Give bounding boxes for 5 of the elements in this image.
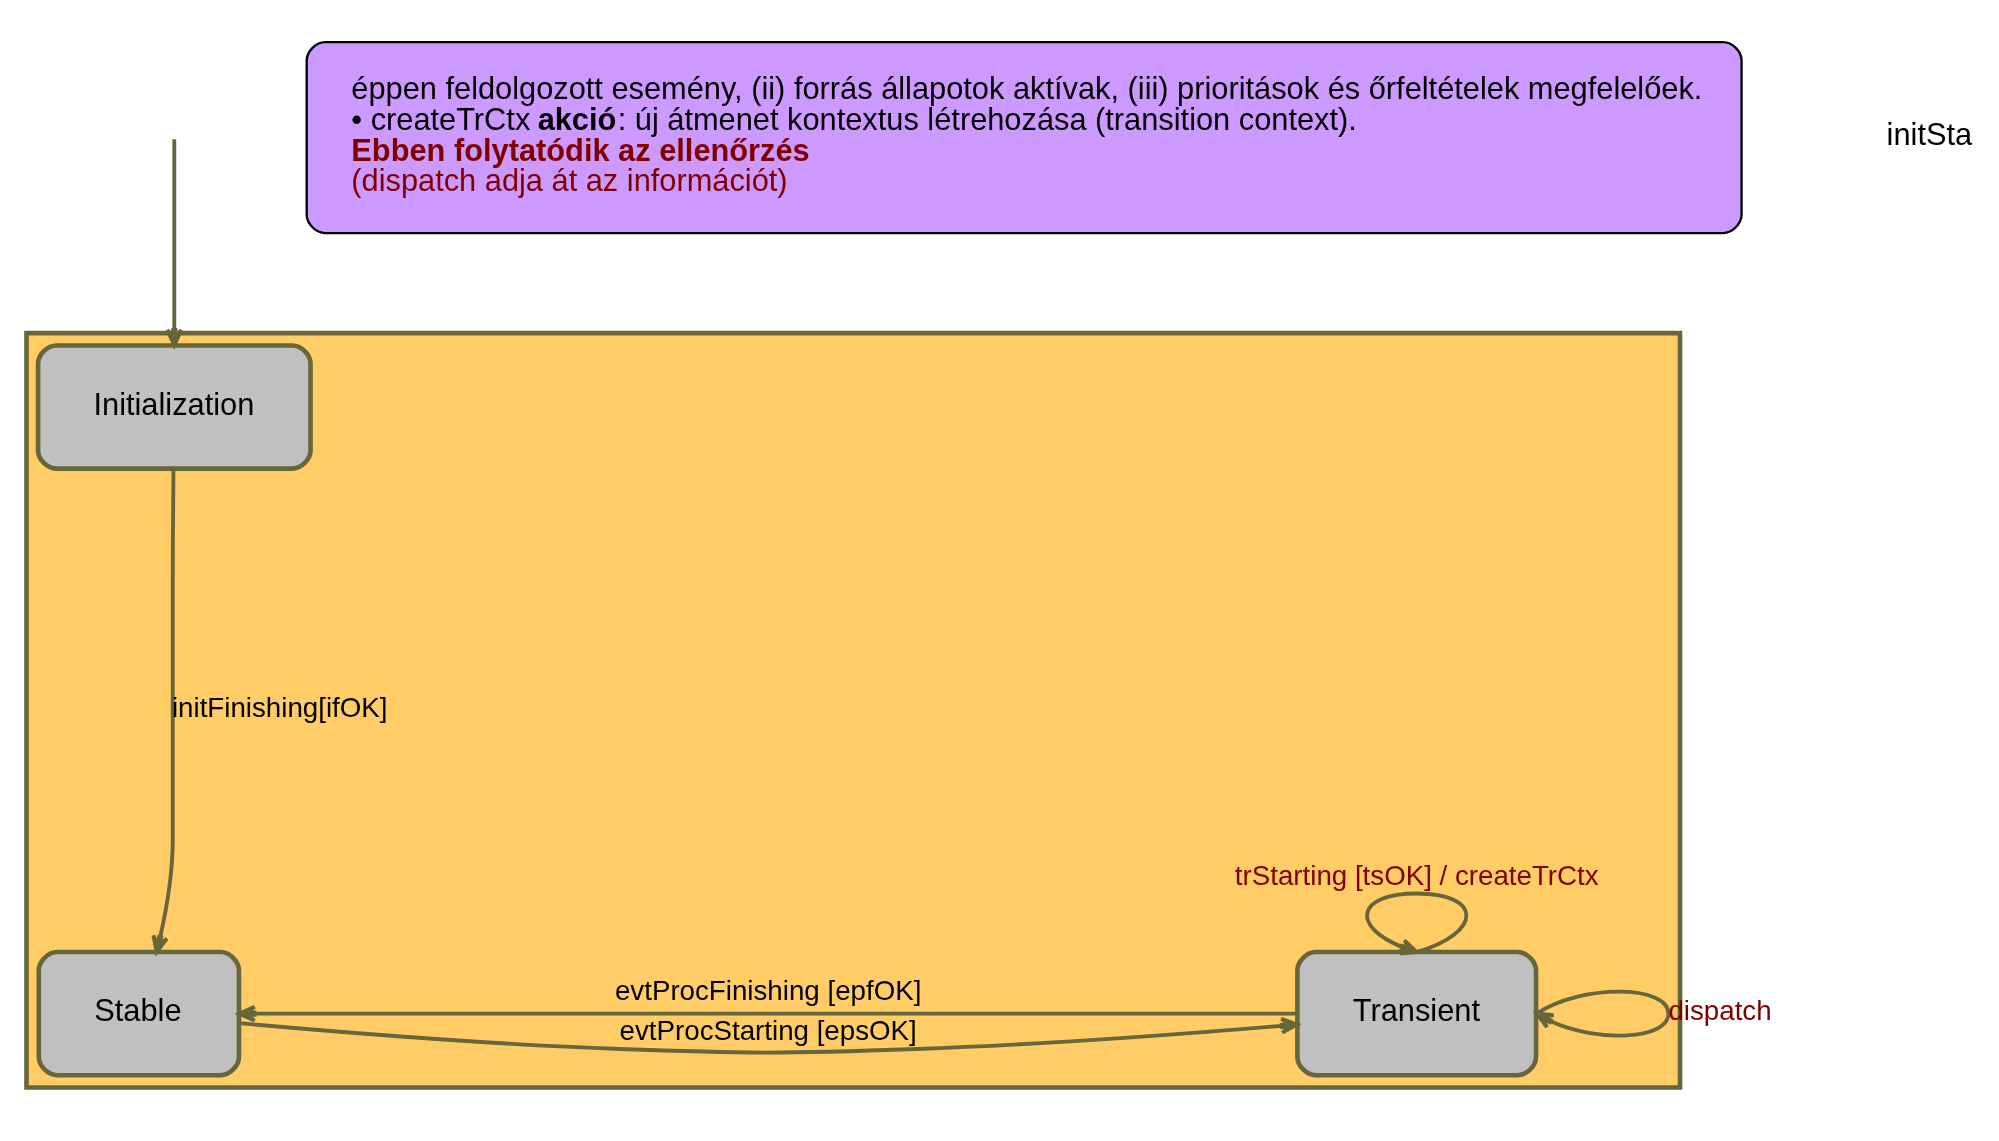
edge-label: evtProcStarting [epsOK] [619,1014,917,1046]
edge-label: evtProcFinishing [epfOK] [614,974,922,1006]
edge-label: trStarting [tsOK] / createTrCtx [1234,859,1599,891]
edge-label: initFinishing[ifOK] [171,691,388,723]
label: initSta [1886,116,1973,152]
